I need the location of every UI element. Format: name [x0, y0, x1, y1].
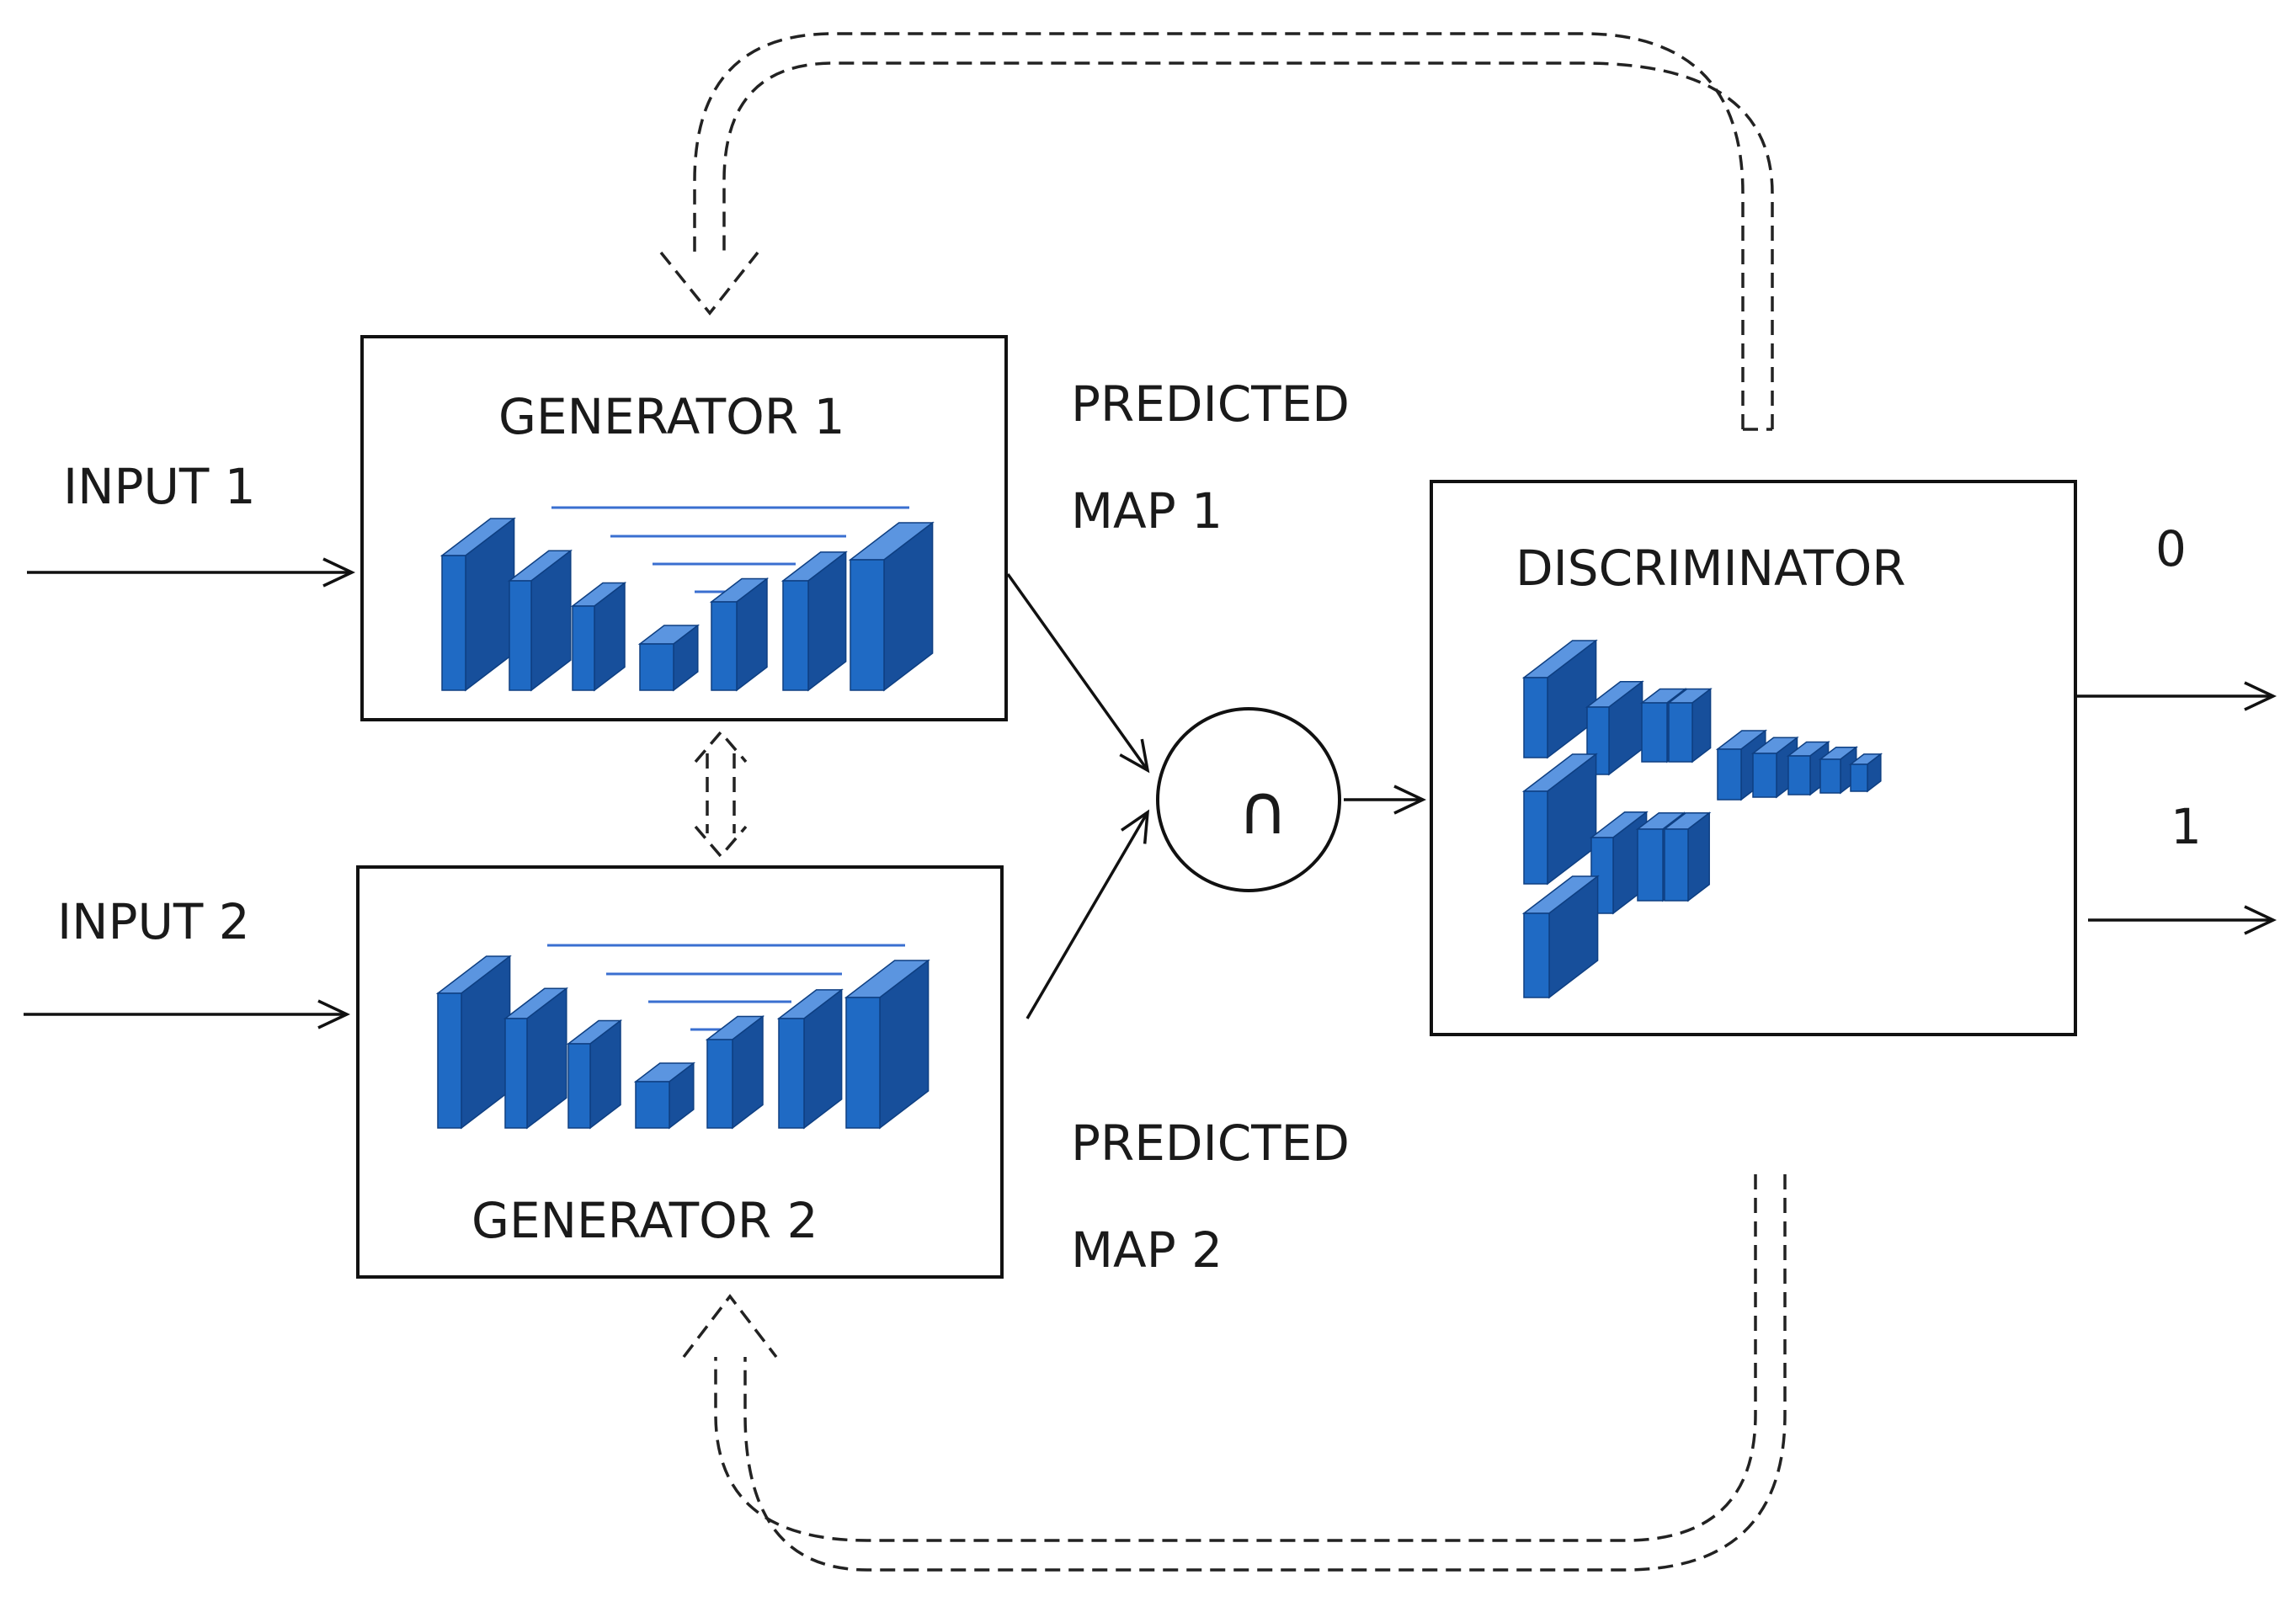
layer-block — [566, 1019, 623, 1130]
input-2-label: INPUT 2 — [57, 893, 250, 950]
layer-block — [633, 1061, 696, 1130]
generator-link — [694, 730, 748, 859]
feedback-path-generator-1 — [659, 32, 1774, 431]
layer-block — [848, 521, 935, 692]
predicted-map-1-line1: PREDICTED — [1071, 375, 1350, 433]
layer-block — [1662, 811, 1712, 902]
output-0-label: 0 — [2155, 520, 2187, 577]
layer-block — [1521, 875, 1600, 999]
layer-block — [570, 581, 627, 692]
layer-block — [776, 988, 844, 1130]
layer-block — [503, 987, 569, 1130]
generator-2-unet-graphic — [435, 944, 930, 1130]
intersection-symbol: ∩ — [1238, 770, 1288, 850]
layer-block — [1585, 680, 1644, 776]
generator-2-label: GENERATOR 2 — [471, 1192, 818, 1249]
map-1-arrow — [1006, 572, 1148, 770]
output-1-label: 1 — [2171, 798, 2202, 855]
layer-block — [439, 517, 516, 692]
layer-block — [709, 577, 770, 692]
predicted-map-2-line1: PREDICTED — [1071, 1115, 1350, 1172]
layer-block — [637, 624, 701, 692]
layer-block — [1666, 687, 1713, 763]
map-2-arrow — [1025, 812, 1148, 1019]
layer-block — [780, 551, 848, 692]
generator-1-unet-graphic — [439, 506, 935, 692]
layer-block — [435, 955, 512, 1130]
predicted-map-2-line2: MAP 2 — [1071, 1221, 1223, 1279]
layer-block — [705, 1014, 765, 1130]
layer-block — [1786, 740, 1830, 796]
feedback-path-generator-2 — [682, 1174, 1787, 1572]
layer-block — [1521, 639, 1598, 759]
layer-block — [1848, 753, 1883, 793]
discriminator-label: DISCRIMINATOR — [1516, 540, 1906, 597]
discriminator-cnn-graphic — [1521, 639, 1883, 999]
layer-block — [507, 549, 573, 692]
input-1-label: INPUT 1 — [63, 458, 256, 515]
layer-block — [844, 959, 930, 1130]
layer-block — [1521, 753, 1598, 886]
generator-1-label: GENERATOR 1 — [498, 388, 844, 445]
intersection-node — [1156, 707, 1341, 892]
predicted-map-1-line2: MAP 1 — [1071, 482, 1223, 540]
